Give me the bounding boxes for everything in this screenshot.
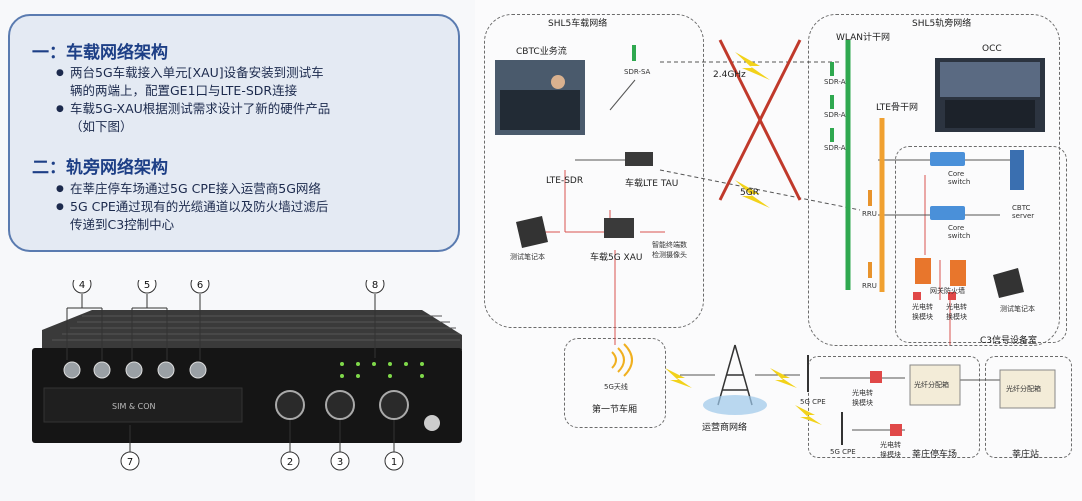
label-sdr-a-2: SDR-A — [824, 111, 846, 119]
callout-5: 5 — [144, 280, 150, 291]
c3-room-region — [895, 146, 1067, 343]
callout-2: 2 — [287, 457, 293, 468]
label-optical-1: 光电转 换模块 — [912, 303, 933, 321]
callout-8: 8 — [372, 280, 378, 291]
label-fiber-frame-2: 光纤分配箱 — [1006, 385, 1041, 393]
label-car-lte-tau: 车载LTE TAU — [625, 179, 679, 189]
bullet-vehicle-1: 两台5G车载接入单元[XAU]设备安装到测试车 — [56, 64, 450, 82]
sim-con-label: SIM & CON — [112, 402, 156, 411]
label-trackside-net: SHL5轨旁网络 — [912, 19, 972, 29]
label-fiber-frame-1: 光纤分配箱 — [914, 381, 949, 389]
label-5gr: 5GR — [740, 188, 759, 198]
label-freq-24: 2.4GHz — [713, 70, 746, 80]
bullet-trackside-2-cont: 传递到C3控制中心 — [70, 217, 175, 232]
bullet-vehicle-2-cont: （如下图） — [70, 119, 133, 134]
label-xinzhuang-station: 莘庄站 — [1012, 450, 1040, 460]
label-vehicle-net: SHL5车载网络 — [548, 19, 608, 29]
section-title-trackside-network: 二：轨旁网络架构 — [32, 158, 168, 178]
bullet-vehicle-2: 车载5G-XAU根据测试需求设计了新的硬件产品 — [56, 100, 450, 118]
label-sdr-sa: SDR-SA — [624, 68, 651, 76]
bullet-trackside-2: 5G CPE通过现有的光缆通道以及防火墙过滤后 — [56, 198, 450, 216]
label-cbtc-server: CBTC server — [1012, 204, 1035, 220]
label-firewall: 网关防火墙 — [930, 287, 965, 295]
section-title-vehicle-network: 一：车载网络架构 — [32, 43, 168, 63]
callout-1: 1 — [391, 457, 397, 468]
depot-region — [808, 356, 980, 458]
label-first-car: 第一节车厢 — [592, 405, 638, 415]
station-region — [985, 356, 1072, 458]
label-wlan: WLAN计干网 — [836, 33, 891, 43]
label-occ: OCC — [982, 44, 1002, 54]
callout-7: 7 — [127, 457, 133, 468]
callout-3: 3 — [337, 457, 343, 468]
vehicle-network-region — [484, 14, 704, 328]
label-carrier-net: 运营商网络 — [702, 423, 748, 433]
label-5g-antenna: 5G天线 — [604, 383, 628, 391]
label-sdr-a-1: SDR-A — [824, 78, 846, 86]
callout-6: 6 — [197, 280, 203, 291]
label-cbtc-flow: CBTC业务流 — [516, 47, 567, 57]
text-panel: 一：车载网络架构 两台5G车载接入单元[XAU]设备安装到测试车 辆的两端上，配… — [8, 14, 460, 252]
bullet-vehicle-1-cont: 辆的两端上，配置GE1口与LTE-SDR连接 — [70, 83, 298, 98]
label-core-switch-1: Core switch — [948, 170, 971, 186]
label-rru-1: RRU — [862, 210, 877, 218]
xau-device-illustration: SIM & CON — [22, 280, 462, 471]
label-optical-3: 光电转 换模块 — [852, 389, 873, 407]
label-optical-2: 光电转 换模块 — [946, 303, 967, 321]
label-optical-4: 光电转 换模块 — [880, 441, 901, 459]
label-lte-sdr: LTE-SDR — [546, 176, 584, 186]
label-camera: 智能终端数 检测摄像头 — [652, 241, 687, 259]
label-xinzhuang-depot: 莘庄停车场 — [912, 450, 958, 460]
label-sdr-a-3: SDR-A — [824, 144, 846, 152]
callout-4: 4 — [79, 280, 85, 291]
label-cpe-1: 5G CPE — [800, 398, 826, 406]
label-cpe-2: 5G CPE — [830, 448, 856, 456]
label-laptop-1: 测试笔记本 — [510, 253, 545, 261]
label-core-switch-2: Core switch — [948, 224, 971, 240]
bullet-trackside-1: 在莘庄停车场通过5G CPE接入运营商5G网络 — [56, 180, 450, 198]
trackside-network-region — [808, 14, 1060, 346]
label-car-5g-xau: 车载5G XAU — [590, 253, 643, 263]
label-lte-backbone: LTE骨干网 — [876, 103, 918, 113]
label-laptop-2: 测试笔记本 — [1000, 305, 1035, 313]
label-rru-2: RRU — [862, 282, 877, 290]
label-c3-room: C3信号设备室 — [980, 336, 1038, 346]
